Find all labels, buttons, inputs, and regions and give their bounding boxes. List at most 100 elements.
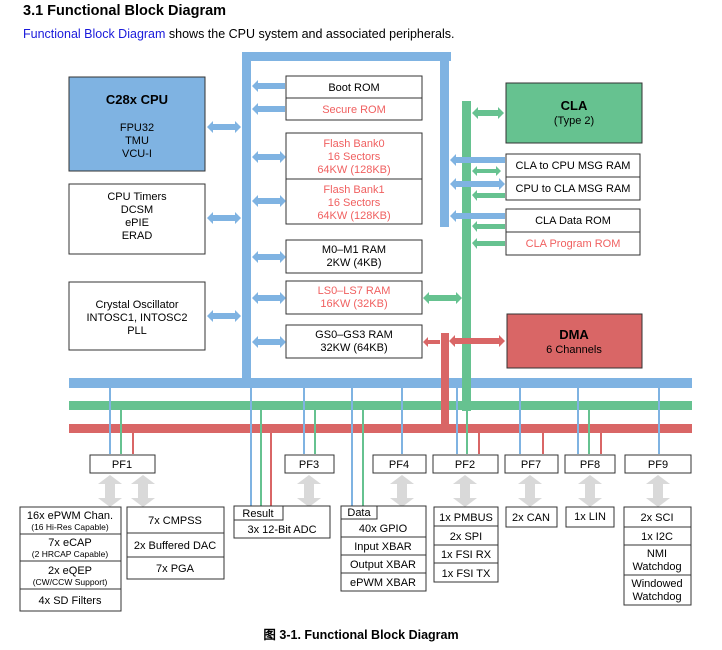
pf1-label: PF1 (112, 459, 132, 471)
cla-title: CLA (561, 98, 588, 113)
output-xbar-block[interactable]: Output XBAR (340, 554, 427, 574)
oscillator-block[interactable]: Crystal Oscillator INTOSC1, INTOSC2 PLL (68, 281, 206, 351)
cmpss-block[interactable]: 7x CMPSS (126, 506, 225, 534)
pf9-label: PF9 (648, 459, 668, 471)
can-block[interactable]: 2x CAN (505, 506, 558, 528)
gs-arrow (252, 336, 286, 348)
lin-block[interactable]: 1x LIN (565, 506, 615, 528)
eqep-block[interactable]: 2x eQEP (CW/CCW Support) (19, 560, 122, 590)
dma-block[interactable]: DMA 6 Channels (506, 313, 643, 369)
cla-program-rom-label: CLA Program ROM (526, 238, 621, 250)
cla-data-rom[interactable]: CLA Data ROM (505, 208, 641, 233)
pf7-box[interactable]: PF7 (504, 454, 559, 474)
flash1-line: Flash Bank1 (323, 184, 384, 196)
left-bus-arrows (207, 121, 241, 322)
pf4-box[interactable]: PF4 (372, 454, 427, 474)
secure-rom-block[interactable]: Secure ROM (285, 97, 423, 121)
pf7-label: PF7 (521, 459, 541, 471)
cpu-timers-block[interactable]: CPU Timers DCSM ePIE ERAD (68, 183, 206, 255)
pmbus-label: 1x PMBUS (439, 512, 493, 524)
flash0-line: 64KW (128KB) (317, 164, 390, 176)
sci-block[interactable]: 2x SCI (623, 506, 692, 528)
epwm-xbar-block[interactable]: ePWM XBAR (340, 572, 427, 592)
flash1-arrow (252, 195, 286, 207)
cla-program-rom[interactable]: CLA Program ROM (505, 231, 641, 256)
fsi-tx-block[interactable]: 1x FSI TX (433, 562, 499, 583)
fsi-rx-block[interactable]: 1x FSI RX (433, 544, 499, 564)
cpu-bus-vertical-right (440, 52, 449, 227)
boot-rom-label: Boot ROM (328, 82, 379, 94)
cpu-block[interactable]: C28x CPU FPU32 TMU VCU-I (68, 76, 206, 172)
diagram-link[interactable]: Functional Block Diagram (23, 27, 166, 41)
pf9-box[interactable]: PF9 (624, 454, 692, 474)
flash-bank1-block[interactable]: Flash Bank1 16 Sectors 64KW (128KB) (285, 178, 423, 225)
fsi-rx-label: 1x FSI RX (441, 549, 492, 561)
epwm-sublabel: (16 Hi-Res Capable) (31, 522, 109, 532)
cpu-bus-arrow (207, 121, 241, 133)
ls-ram-block[interactable]: LS0–LS7 RAM 16KW (32KB) (285, 280, 423, 315)
ecap-block[interactable]: 7x eCAP (2 HRCAP Capable) (19, 533, 122, 562)
pmbus-block[interactable]: 1x PMBUS (433, 506, 499, 527)
pf1-box[interactable]: PF1 (89, 454, 156, 474)
gs-ram-block[interactable]: GS0–GS3 RAM 32KW (64KB) (285, 324, 423, 359)
pf1-cmpss-connector (131, 475, 155, 507)
sd-filters-label: 4x SD Filters (39, 595, 102, 607)
flash-bank0-block[interactable]: Flash Bank0 16 Sectors 64KW (128KB) (285, 132, 423, 180)
sci-label: 2x SCI (640, 512, 673, 524)
pf8-connector (578, 475, 602, 507)
cpu-line: VCU-I (122, 148, 152, 160)
cmpss-label: 7x CMPSS (148, 515, 202, 527)
epwm-xbar-label: ePWM XBAR (350, 577, 416, 589)
secure-rom-arrow (252, 103, 285, 115)
osc-bus-arrow (207, 310, 241, 322)
fsi-tx-label: 1x FSI TX (442, 568, 491, 580)
eqep-label: 2x eQEP (48, 565, 92, 577)
epwm-block[interactable]: 16x ePWM Chan. (16 Hi-Res Capable) (19, 506, 122, 535)
cpu-bus (69, 52, 692, 388)
peripheral-blocks: 16x ePWM Chan. (16 Hi-Res Capable) 7x eC… (19, 505, 692, 612)
ecap-label: 7x eCAP (48, 537, 91, 549)
ls-line: 16KW (32KB) (320, 298, 387, 310)
timers-line: DCSM (121, 204, 153, 216)
m0m1-ram-block[interactable]: M0–M1 RAM 2KW (4KB) (285, 239, 423, 274)
pf8-box[interactable]: PF8 (564, 454, 616, 474)
gpio-label: 40x GPIO (359, 523, 408, 535)
cla-to-cpu-msg-ram[interactable]: CLA to CPU MSG RAM (505, 153, 641, 178)
i2c-label: 1x I2C (641, 531, 673, 543)
cla-bus-horizontal (69, 401, 692, 410)
pf1-epwm-connector (98, 475, 122, 507)
osc-line: Crystal Oscillator (95, 299, 178, 311)
boot-rom-block[interactable]: Boot ROM (285, 75, 423, 99)
cpu-to-cla-msg-ram[interactable]: CPU to CLA MSG RAM (505, 176, 641, 201)
secure-rom-label: Secure ROM (322, 104, 386, 116)
pga-block[interactable]: 7x PGA (126, 556, 225, 580)
gpio-block[interactable]: Data 40x GPIO (340, 505, 427, 538)
cla-to-cpu-blue-arrow (450, 154, 505, 166)
adc-block[interactable]: Result 3x 12-Bit ADC (233, 505, 331, 539)
section-heading: 3.1 Functional Block Diagram (23, 3, 227, 19)
intro-text: shows the CPU system and associated peri… (165, 27, 455, 41)
cpu-title: C28x CPU (106, 92, 168, 107)
memory-bus-arrows (252, 80, 286, 348)
cla-bus (69, 101, 692, 411)
cpu-line: TMU (125, 135, 149, 147)
i2c-block[interactable]: 1x I2C (623, 526, 692, 546)
gs-line: GS0–GS3 RAM (315, 329, 393, 341)
cla-to-cpu-green-arrow (472, 166, 501, 176)
timers-line: ePIE (125, 217, 149, 229)
gs-dma-arrow (423, 337, 440, 347)
cla-block[interactable]: CLA (Type 2) (505, 82, 643, 144)
intro-paragraph: Functional Block Diagram shows the CPU s… (23, 27, 454, 41)
flash0-line: 16 Sectors (328, 151, 381, 163)
nmi-watchdog-block[interactable]: NMI Watchdog (623, 544, 692, 576)
windowed-watchdog-block[interactable]: Windowed Watchdog (623, 574, 692, 606)
pf3-box[interactable]: PF3 (284, 454, 335, 474)
sd-filters-block[interactable]: 4x SD Filters (19, 588, 122, 612)
ecap-sublabel: (2 HRCAP Capable) (32, 549, 109, 559)
dac-block[interactable]: 2x Buffered DAC (126, 532, 225, 558)
pf2-box[interactable]: PF2 (432, 454, 499, 474)
input-xbar-block[interactable]: Input XBAR (340, 536, 427, 556)
spi-block[interactable]: 2x SPI (433, 525, 499, 546)
cla-data-rom-blue-arrow (450, 210, 505, 222)
adc-result-label: Result (242, 508, 273, 520)
